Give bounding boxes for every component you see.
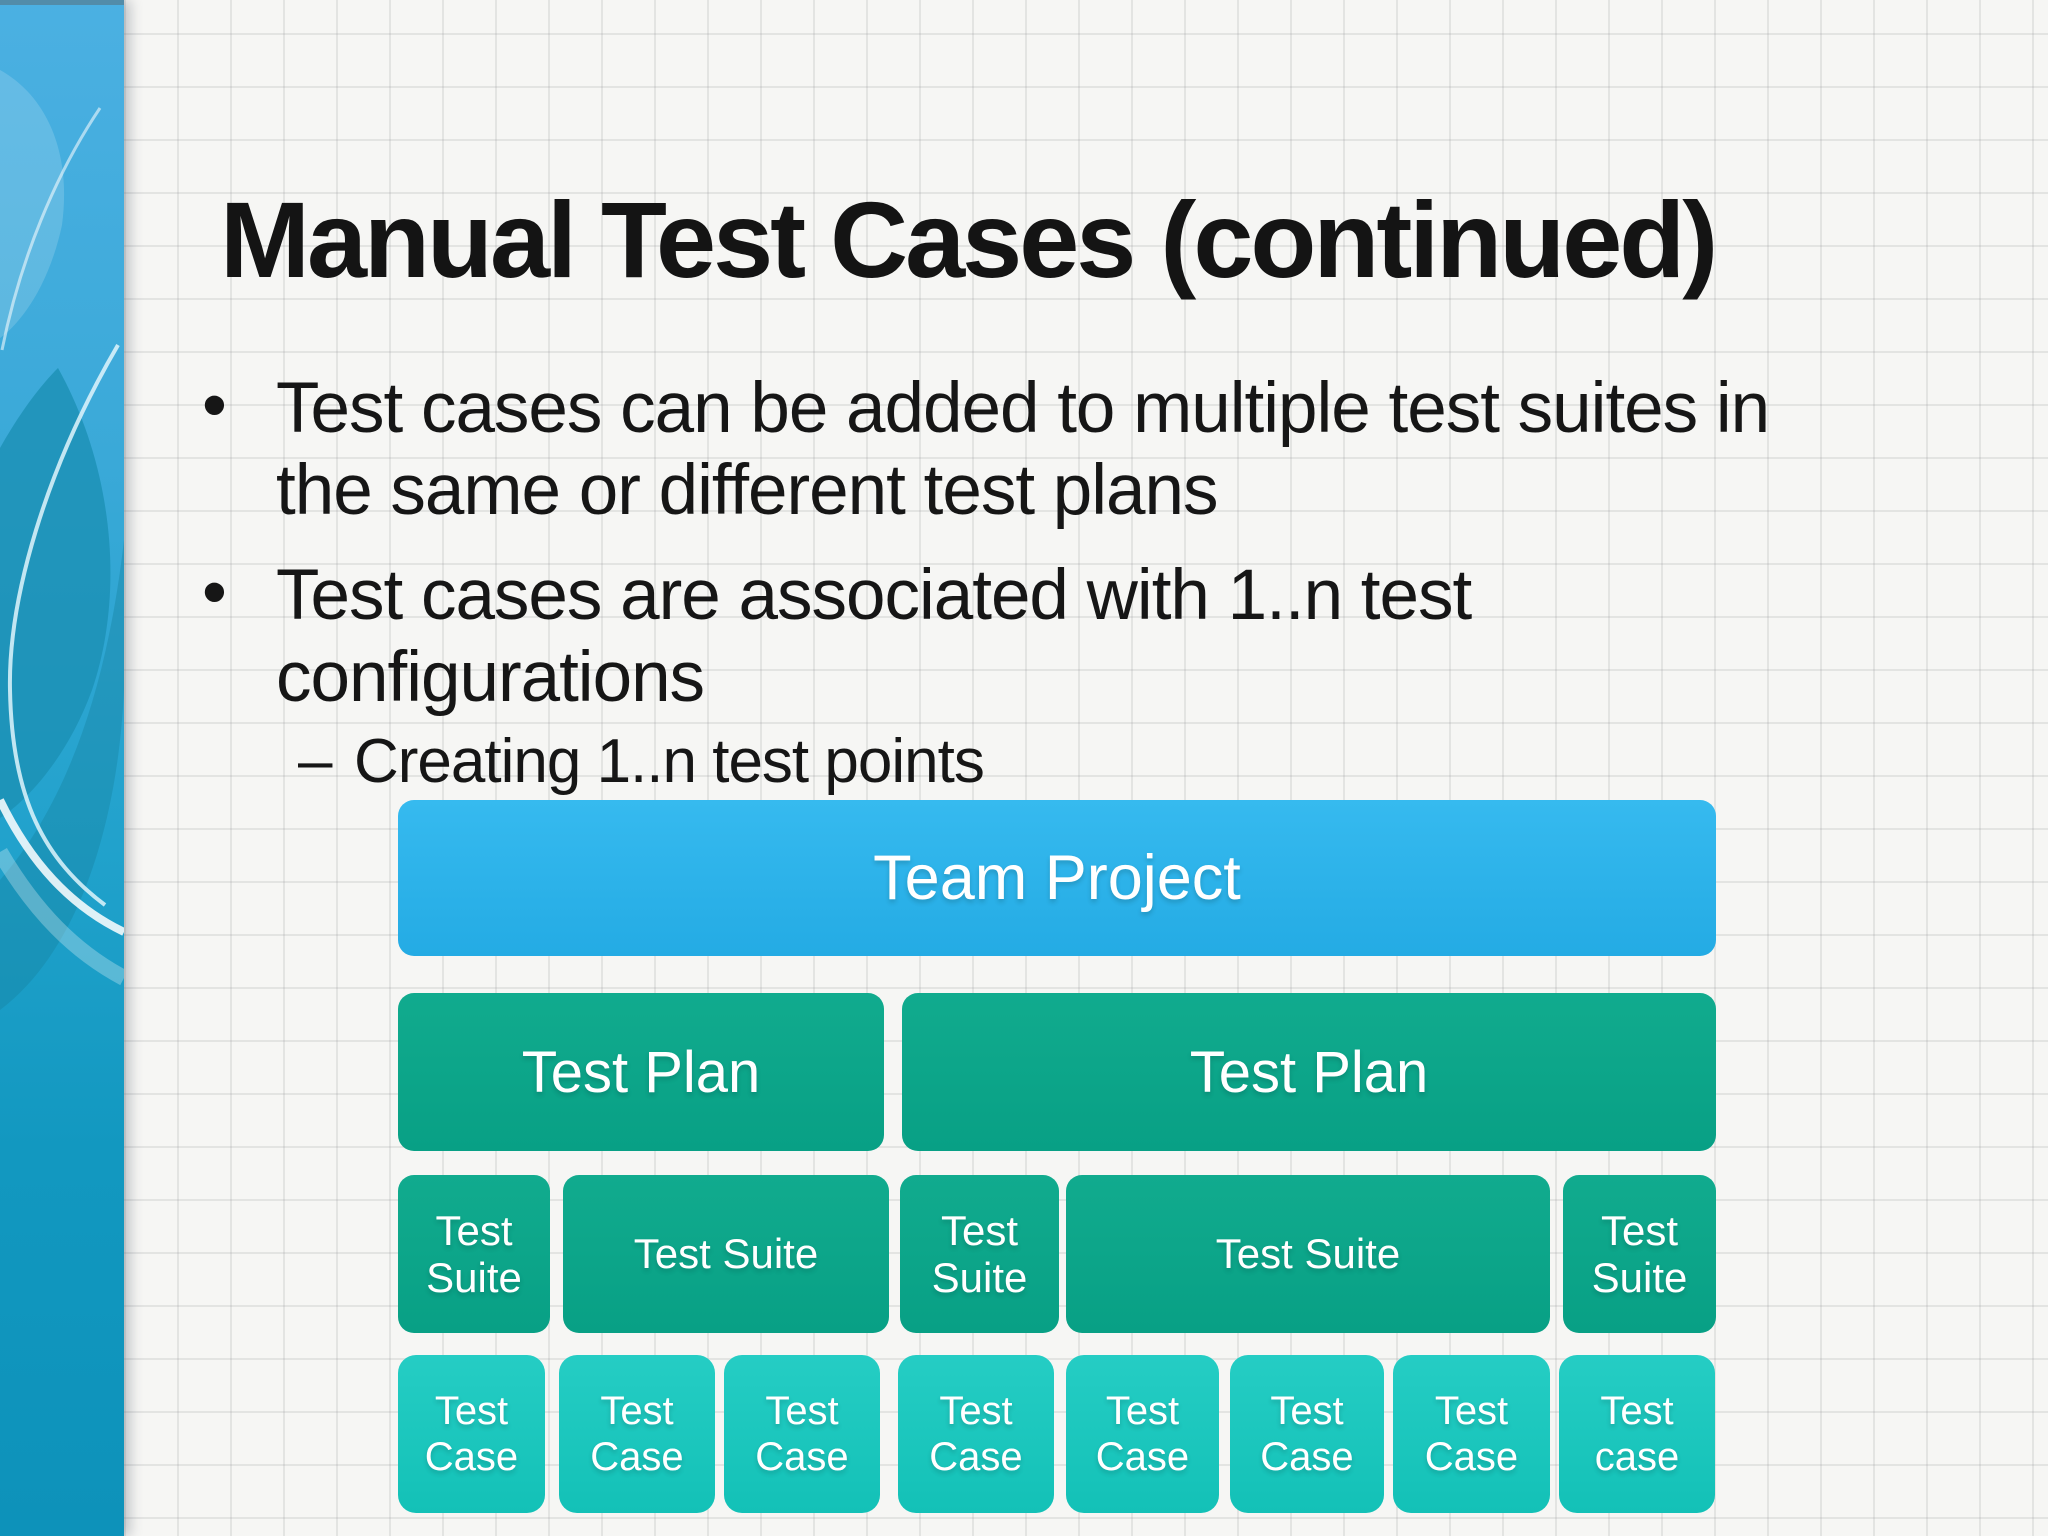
swoosh-graphic	[0, 0, 124, 1536]
diagram-box-test-suite-3: Test Suite	[900, 1175, 1059, 1333]
diagram-box-test-plan-1: Test Plan	[398, 993, 884, 1151]
diagram-box-test-suite-1: Test Suite	[398, 1175, 550, 1333]
diagram-box-test-case-5: Test Case	[1066, 1355, 1219, 1513]
bullet-line: the same or different test plans	[276, 450, 1219, 530]
test-case-label: Test Case	[755, 1388, 849, 1479]
diagram-box-test-suite-4: Test Suite	[1066, 1175, 1550, 1333]
bullet-item-1: • Test cases can be added to multiple te…	[202, 366, 2021, 531]
sub-bullet-text: Creating 1..n test points	[354, 727, 985, 796]
diagram-box-test-case-3: Test Case	[724, 1355, 880, 1513]
test-suite-label: Test Suite	[633, 1230, 819, 1278]
diagram-box-test-case-4: Test Case	[898, 1355, 1054, 1513]
diagram-box-test-suite-2: Test Suite	[563, 1175, 889, 1333]
diagram-box-test-case-6: Test Case	[1230, 1355, 1384, 1513]
sub-bullet-dash: –	[298, 726, 332, 795]
test-case-label: Test Case	[1424, 1388, 1519, 1479]
bullet-marker: •	[202, 553, 227, 632]
test-plan-label: Test Plan	[1189, 1039, 1429, 1105]
diagram-box-test-case-1: Test Case	[398, 1355, 545, 1513]
page-title: Manual Test Cases (continued)	[220, 179, 1718, 301]
test-case-label: Test case	[1594, 1388, 1680, 1479]
test-case-label: Test Case	[929, 1388, 1023, 1479]
sub-bullet-item: – Creating 1..n test points	[298, 726, 1854, 797]
sidebar-decoration	[0, 0, 124, 1536]
test-case-label: Test Case	[424, 1388, 519, 1479]
diagram-box-team-project: Team Project	[398, 800, 1716, 956]
bullet-marker: •	[202, 366, 227, 445]
bullet-line: Test cases are associated with 1..n test	[276, 556, 1472, 635]
test-case-label: Test Case	[1260, 1388, 1354, 1479]
diagram-box-test-suite-5: Test Suite	[1563, 1175, 1716, 1333]
test-suite-label: Test Suite	[426, 1206, 522, 1301]
diagram-box-test-case-8: Test case	[1559, 1355, 1715, 1513]
test-case-label: Test Case	[1095, 1388, 1190, 1479]
diagram-box-test-case-2: Test Case	[559, 1355, 715, 1513]
bullet-item-2: • Test cases are associated with 1..n te…	[202, 553, 2021, 718]
bullet-line: Test cases can be added to multiple test…	[276, 369, 1770, 448]
bullet-line: configurations	[276, 637, 705, 717]
test-suite-label: Test Suite	[1215, 1230, 1401, 1278]
diagram-box-test-plan-2: Test Plan	[902, 993, 1716, 1151]
test-plan-label: Test Plan	[521, 1039, 761, 1105]
team-project-label: Team Project	[873, 843, 1241, 913]
test-case-label: Test Case	[590, 1388, 684, 1479]
diagram-box-test-case-7: Test Case	[1393, 1355, 1550, 1513]
test-suite-label: Test Suite	[931, 1206, 1028, 1301]
test-suite-label: Test Suite	[1591, 1206, 1688, 1301]
